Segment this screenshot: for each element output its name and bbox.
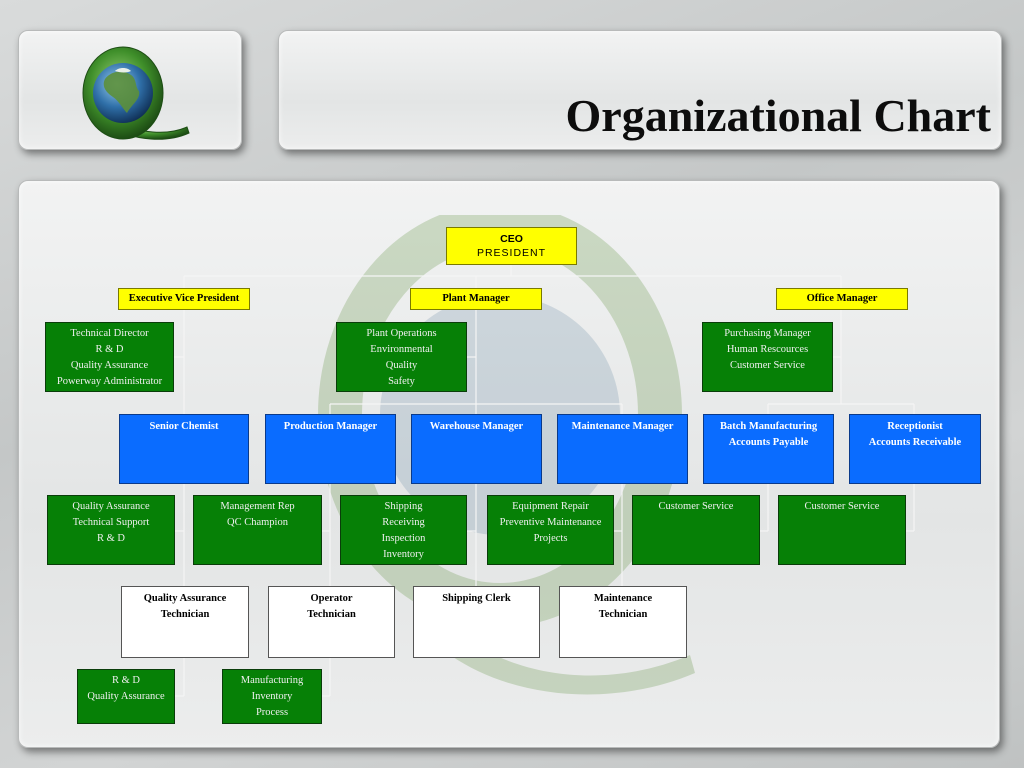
purchasing-line: Human Rescources [726,344,809,355]
customer-service-label: Customer Service [804,501,880,512]
ceo-title: CEO [500,233,523,245]
qa-technical-support-box: Quality Assurance Technical Support R & … [47,495,175,565]
equipment-repair-line: Projects [533,533,568,544]
evp-label: Executive Vice President [128,293,240,304]
manufacturing-line: Manufacturing [240,675,304,686]
technical-director-line: Powerway Administrator [56,376,163,387]
warehouse-manager-box: Warehouse Manager [411,414,542,484]
production-manager-label: Production Manager [283,421,378,432]
technical-director-line: Technical Director [70,328,149,339]
production-manager-box: Production Manager [265,414,396,484]
shipping-clerk-box: Shipping Clerk [413,586,540,658]
shipping-group-line: Shipping [384,501,423,512]
senior-chemist-box: Senior Chemist [119,414,249,484]
operator-technician-box: Operator Technician [268,586,395,658]
logo-panel [18,30,242,150]
office-manager-box: Office Manager [776,288,908,310]
qa-technician-line: Technician [160,609,210,620]
qa-support-line: Quality Assurance [72,501,150,512]
shipping-clerk-label: Shipping Clerk [442,593,511,604]
equipment-repair-line: Preventive Maintenance [499,517,602,528]
management-rep-box: Management Rep QC Champion [193,495,322,565]
purchasing-line: Customer Service [730,360,805,371]
shipping-receiving-box: Shipping Receiving Inspection Inventory [340,495,467,565]
qa-technician-box: Quality Assurance Technician [121,586,249,658]
globe-q-logo-icon [82,46,190,140]
management-rep-line: QC Champion [227,517,288,528]
management-rep-line: Management Rep [220,501,295,512]
title-panel: Organizational Chart [278,30,1002,150]
rd-qa-box: R & D Quality Assurance [77,669,175,724]
qa-support-line: Technical Support [72,517,150,528]
customer-service-box-1: Customer Service [632,495,760,565]
equipment-repair-box: Equipment Repair Preventive Maintenance … [487,495,614,565]
ceo-box: CEO PRESIDENT [446,227,577,265]
maintenance-technician-line: Maintenance [593,593,653,604]
maintenance-technician-line: Technician [598,609,648,620]
technical-director-line: R & D [95,344,124,355]
maintenance-technician-box: Maintenance Technician [559,586,687,658]
purchasing-line: Purchasing Manager [724,328,811,339]
manufacturing-line: Process [255,707,289,718]
operator-technician-line: Technician [307,609,356,620]
qa-technician-line: Quality Assurance [143,593,227,604]
shipping-group-line: Receiving [382,517,425,528]
warehouse-manager-label: Warehouse Manager [429,421,524,432]
batch-manufacturing-line: Batch Manufacturing [719,421,818,432]
office-manager-label: Office Manager [806,293,878,304]
receptionist-box: Receptionist Accounts Receivable [849,414,981,484]
technical-director-box: Technical Director R & D Quality Assuran… [45,322,174,392]
plant-manager-box: Plant Manager [410,288,542,310]
manufacturing-line: Inventory [251,691,293,702]
receptionist-line: Accounts Receivable [868,437,962,448]
manufacturing-box: Manufacturing Inventory Process [222,669,322,724]
batch-manufacturing-line: Accounts Payable [728,437,809,448]
plant-operations-line: Environmental [370,344,433,355]
maintenance-manager-box: Maintenance Manager [557,414,688,484]
technical-director-line: Quality Assurance [70,360,149,371]
senior-chemist-label: Senior Chemist [149,421,219,432]
president-title: PRESIDENT [476,247,547,259]
shipping-group-line: Inventory [383,549,424,560]
equipment-repair-line: Equipment Repair [512,501,589,512]
qa-support-line: R & D [96,533,125,544]
plant-operations-line: Plant Operations [366,328,437,339]
shipping-group-line: Inspection [381,533,426,544]
plant-operations-line: Safety [388,376,415,387]
maintenance-manager-label: Maintenance Manager [571,421,674,432]
receptionist-line: Receptionist [887,421,943,432]
page-title: Organizational Chart [565,90,991,141]
batch-manufacturing-box: Batch Manufacturing Accounts Payable [703,414,834,484]
plant-operations-line: Quality [385,360,418,371]
evp-box: Executive Vice President [118,288,250,310]
plant-operations-box: Plant Operations Environmental Quality S… [336,322,467,392]
plant-manager-label: Plant Manager [442,293,510,304]
operator-technician-line: Operator [310,593,353,604]
rd-qa-line: R & D [111,675,140,686]
customer-service-box-2: Customer Service [778,495,906,565]
purchasing-manager-box: Purchasing Manager Human Rescources Cust… [702,322,833,392]
rd-qa-line: Quality Assurance [87,691,165,702]
customer-service-label: Customer Service [658,501,734,512]
